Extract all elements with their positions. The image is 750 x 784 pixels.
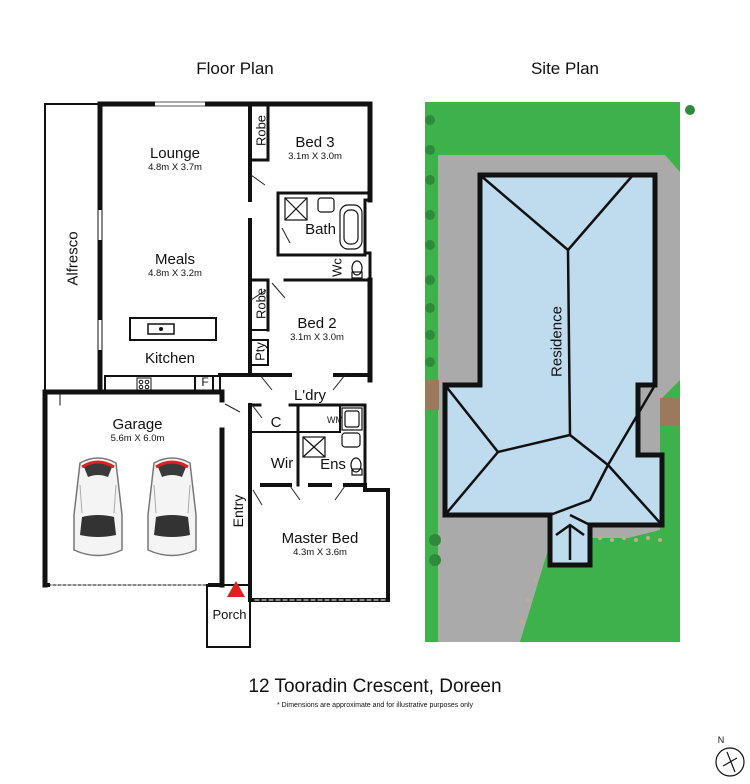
room-ldry: L'dry (285, 387, 335, 404)
site-plan (425, 102, 708, 642)
car-icon-right (147, 457, 197, 557)
compass-north-label: N (717, 735, 725, 745)
window-frames (155, 101, 205, 107)
entry-marker-icon (227, 581, 245, 597)
site-plan-heading: Site Plan (530, 59, 600, 78)
room-lounge: Lounge 4.8m X 3.7m (130, 145, 220, 174)
room-c: C (266, 414, 286, 431)
residence-label: Residence (548, 306, 566, 377)
room-master: Master Bed 4.3m X 3.6m (270, 530, 370, 559)
floor-plan-walls (42, 101, 390, 648)
room-wir: Wir (263, 455, 301, 472)
room-bed2-dims: 3.1m X 3.0m (290, 332, 344, 344)
room-ens-name: Ens (320, 456, 346, 473)
floor-plan-heading: Floor Plan (196, 59, 274, 78)
room-robe-mid: Robe (253, 287, 269, 320)
room-bed2: Bed 2 3.1m X 3.0m (282, 315, 352, 344)
room-lounge-dims: 4.8m X 3.7m (148, 162, 202, 174)
room-f: F (201, 375, 209, 389)
bath-fixtures (284, 197, 363, 279)
room-kitchen-name: Kitchen (144, 350, 196, 367)
room-garage: Garage 5.6m X 6.0m (100, 416, 175, 445)
room-alfresco: Alfresco (64, 231, 82, 286)
room-bath-name: Bath (305, 221, 336, 238)
room-pty: Pty (252, 342, 268, 361)
room-meals-dims: 4.8m X 3.2m (148, 268, 202, 280)
room-ens: Ens (313, 456, 353, 473)
car-icon-left (73, 457, 123, 557)
room-meals: Meals 4.8m X 3.2m (130, 251, 220, 280)
ensuite-fixtures (302, 407, 363, 476)
room-bath: Bath (298, 221, 343, 238)
room-bed3: Bed 3 3.1m X 3.0m (280, 134, 350, 163)
compass-icon (715, 747, 745, 777)
room-bed3-dims: 3.1m X 3.0m (288, 151, 342, 163)
room-ldry-name: L'dry (293, 387, 327, 404)
floor-plan-windows (98, 102, 205, 350)
room-wir-name: Wir (270, 455, 294, 472)
room-master-name: Master Bed (281, 530, 359, 547)
kitchen-island (129, 317, 217, 341)
room-c-name: C (270, 414, 282, 431)
room-garage-name: Garage (112, 416, 163, 433)
room-wc: Wc (329, 258, 345, 277)
room-robe-top: Robe (253, 114, 269, 147)
door-swings (224, 174, 346, 506)
room-porch: Porch (212, 607, 247, 622)
room-bed3-name: Bed 3 (295, 134, 335, 151)
room-bed2-name: Bed 2 (297, 315, 337, 332)
room-wm: WM (327, 415, 343, 425)
room-garage-dims: 5.6m X 6.0m (110, 433, 165, 445)
disclaimer-note: * Dimensions are approximate and for ill… (276, 702, 474, 709)
room-master-dims: 4.3m X 3.6m (293, 547, 347, 559)
room-kitchen: Kitchen (130, 350, 210, 367)
room-entry: Entry (230, 494, 246, 528)
property-address: 12 Tooradin Crescent, Doreen (248, 676, 502, 697)
room-meals-name: Meals (154, 251, 195, 268)
cooktop-icon (136, 377, 152, 391)
room-lounge-name: Lounge (149, 145, 201, 162)
